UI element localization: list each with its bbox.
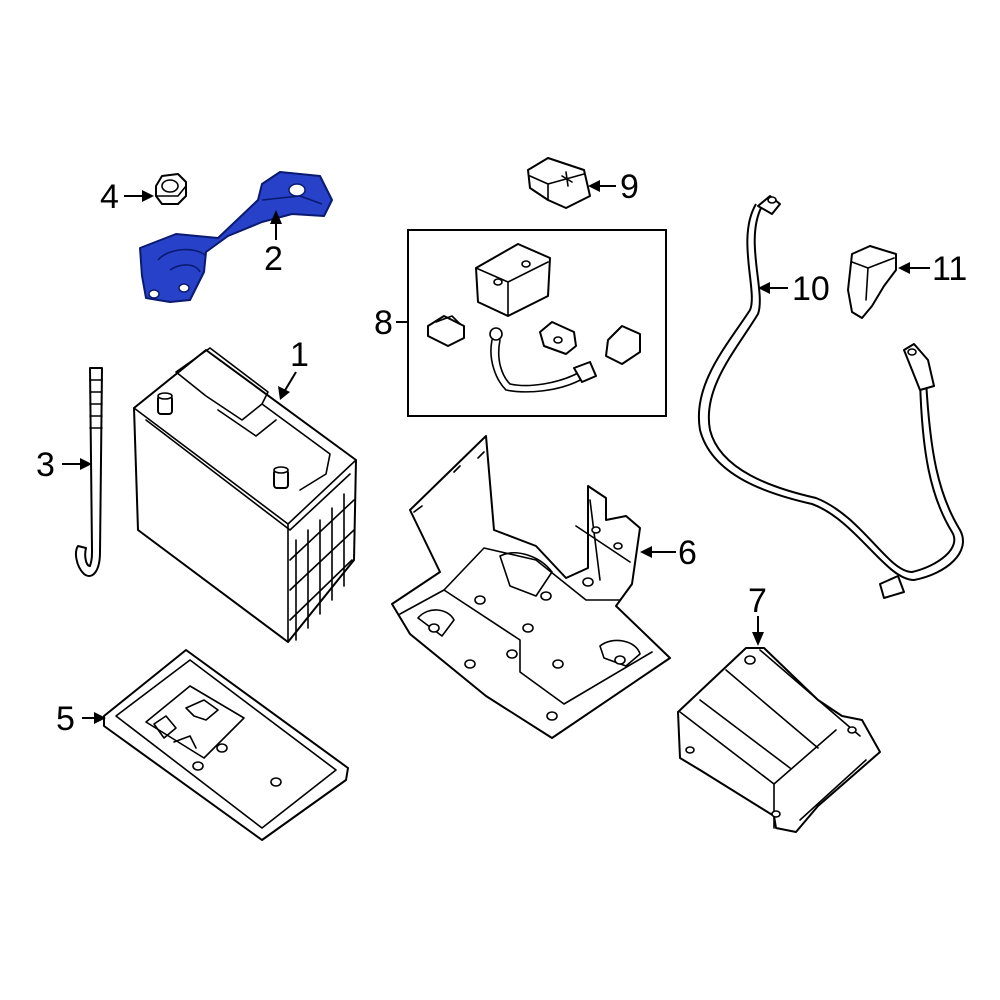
callout-6: 6	[678, 534, 697, 572]
part-7-battery-cover[interactable]	[677, 647, 881, 833]
part-9-terminal-cover[interactable]	[527, 157, 591, 209]
part-2-hold-down-bracket[interactable]	[139, 171, 333, 303]
part-6-battery-support[interactable]	[391, 435, 671, 739]
callout-8: 8	[374, 304, 393, 342]
part-8-terminal-kit[interactable]	[407, 229, 667, 417]
callout-1: 1	[290, 336, 309, 374]
callout-4: 4	[100, 178, 119, 216]
leader-lines	[62, 180, 930, 724]
callout-10: 10	[792, 270, 830, 308]
callout-2: 2	[264, 240, 283, 278]
callout-11: 11	[932, 250, 968, 288]
callout-9: 9	[620, 168, 639, 206]
callout-3: 3	[36, 446, 55, 484]
part-10-cable[interactable]	[697, 195, 964, 599]
part-5-tray-mat[interactable]	[103, 649, 349, 841]
part-4-nut[interactable]	[155, 173, 187, 205]
part-3-j-bolt[interactable]	[75, 367, 103, 577]
callout-7: 7	[748, 582, 767, 620]
part-11-clip[interactable]	[847, 245, 897, 319]
callout-5: 5	[56, 700, 75, 738]
part-1-battery[interactable]	[133, 347, 357, 643]
